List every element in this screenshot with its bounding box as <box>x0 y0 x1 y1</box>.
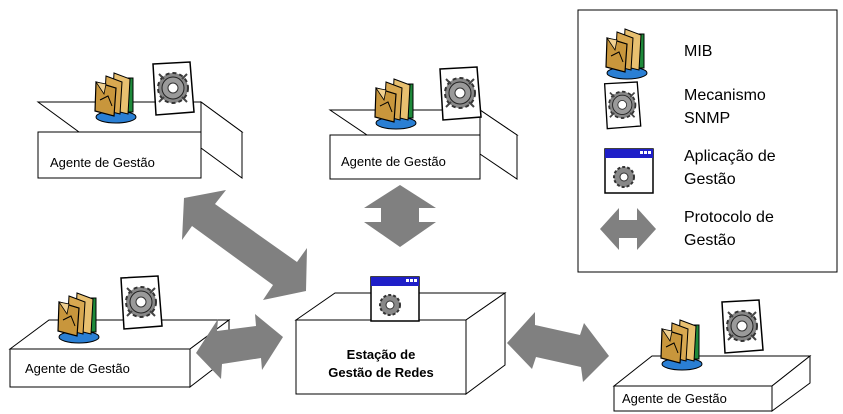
protocol-arrow-vertical <box>364 185 436 247</box>
legend-label-app: Aplicação de Gestão <box>684 148 776 188</box>
legend-label-snmp: Mecanismo SNMP <box>684 87 766 127</box>
protocol-arrow-diagonal <box>182 190 307 300</box>
protocol-arrow-left <box>196 314 283 379</box>
snmp-engine-icon <box>603 81 642 130</box>
agent-box-top-left <box>36 101 244 179</box>
mib-icon <box>374 78 417 130</box>
management-app-icon <box>604 148 654 194</box>
agent-label: Agente de Gestão <box>25 361 130 376</box>
station-label-line2: Gestão de Redes <box>328 365 434 380</box>
mib-icon <box>94 72 137 124</box>
legend-label-protocol: Protocolo de Gestão <box>684 209 774 249</box>
station-label-line1: Estação de <box>346 347 416 362</box>
legend-label-mib: MIB <box>684 43 713 60</box>
agent-label: Agente de Gestão <box>622 391 727 406</box>
snmp-engine-icon <box>120 275 163 330</box>
agent-label: Agente de Gestão <box>50 155 155 170</box>
agent-label: Agente de Gestão <box>341 154 446 169</box>
station-label: Estação de Gestão de Redes <box>296 346 466 382</box>
snmp-engine-icon <box>152 61 195 116</box>
snmp-engine-icon <box>439 66 482 121</box>
protocol-arrow-right <box>507 312 609 382</box>
double-arrow-icon <box>600 208 656 250</box>
mib-icon <box>660 319 703 371</box>
agent-box-bottom-left <box>8 319 231 389</box>
management-app-icon <box>370 276 420 322</box>
mib-icon <box>57 292 100 344</box>
snmp-engine-icon <box>721 299 764 354</box>
